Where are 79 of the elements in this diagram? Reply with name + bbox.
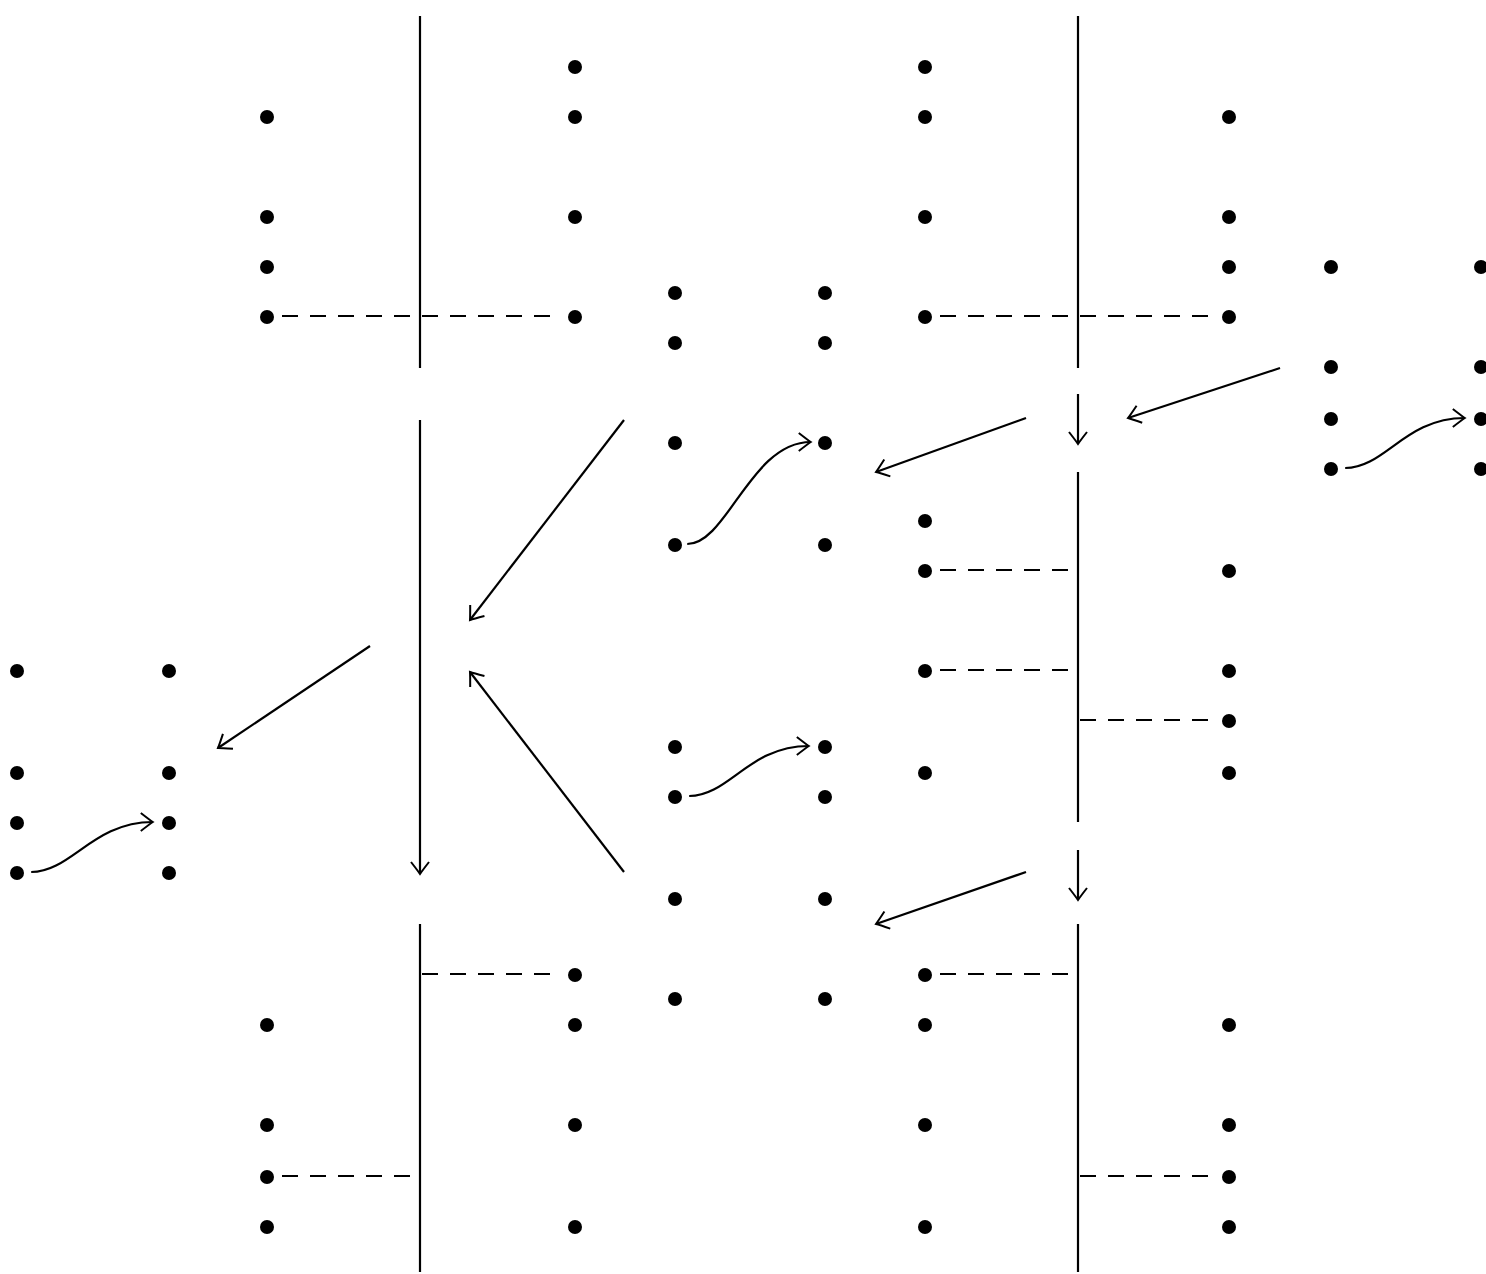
dashed-line: [282, 1174, 416, 1178]
dot: [917, 563, 931, 577]
dot: [567, 1117, 581, 1131]
dot: [817, 335, 831, 349]
dot: [259, 259, 273, 273]
dot: [567, 1017, 581, 1031]
dot: [259, 1169, 273, 1183]
dot: [667, 891, 681, 905]
dot: [667, 537, 681, 551]
dot: [161, 765, 175, 779]
dot: [667, 739, 681, 753]
dot: [1221, 109, 1235, 123]
dot: [917, 1117, 931, 1131]
dashed-line: [1080, 1174, 1212, 1178]
dot: [9, 815, 23, 829]
dot: [917, 967, 931, 981]
dot: [917, 59, 931, 73]
dashed-line: [1080, 718, 1212, 722]
dot: [667, 991, 681, 1005]
dot: [1473, 461, 1486, 475]
dot: [259, 1219, 273, 1233]
dot: [259, 1017, 273, 1031]
dot: [161, 815, 175, 829]
dot: [817, 891, 831, 905]
dot: [1221, 713, 1235, 727]
dot: [817, 285, 831, 299]
dot: [9, 765, 23, 779]
dot: [1221, 563, 1235, 577]
dot: [567, 1219, 581, 1233]
dot: [1221, 765, 1235, 779]
dot: [667, 335, 681, 349]
dot: [567, 309, 581, 323]
dot: [567, 967, 581, 981]
dot: [817, 435, 831, 449]
dot: [917, 109, 931, 123]
dot: [161, 865, 175, 879]
dot: [1323, 259, 1337, 273]
dot: [9, 663, 23, 677]
dot: [917, 1017, 931, 1031]
dashed-line: [940, 668, 1072, 672]
dashed-line: [940, 314, 1212, 318]
dot: [917, 1219, 931, 1233]
dot: [9, 865, 23, 879]
dot: [1323, 411, 1337, 425]
dot: [817, 991, 831, 1005]
dot: [917, 765, 931, 779]
dot: [259, 1117, 273, 1131]
dot: [917, 209, 931, 223]
dot: [1221, 663, 1235, 677]
dot: [917, 309, 931, 323]
dot: [817, 537, 831, 551]
dot: [1221, 259, 1235, 273]
dot: [567, 59, 581, 73]
dot: [1221, 1117, 1235, 1131]
dot: [1221, 1169, 1235, 1183]
dot: [1221, 1219, 1235, 1233]
dot: [259, 109, 273, 123]
dot: [1473, 359, 1486, 373]
dot: [567, 209, 581, 223]
dashed-line: [940, 972, 1072, 976]
dot: [667, 789, 681, 803]
dot: [917, 513, 931, 527]
dashed-line: [940, 568, 1072, 572]
dot: [1221, 1017, 1235, 1031]
dot: [667, 435, 681, 449]
dot: [817, 739, 831, 753]
dot: [1473, 259, 1486, 273]
dot: [1221, 309, 1235, 323]
dot: [161, 663, 175, 677]
dot: [567, 109, 581, 123]
dot: [259, 209, 273, 223]
dot: [259, 309, 273, 323]
dot: [1323, 359, 1337, 373]
dot: [1473, 411, 1486, 425]
dot: [1221, 209, 1235, 223]
dot: [1323, 461, 1337, 475]
dot: [667, 285, 681, 299]
dot: [817, 789, 831, 803]
dot: [917, 663, 931, 677]
